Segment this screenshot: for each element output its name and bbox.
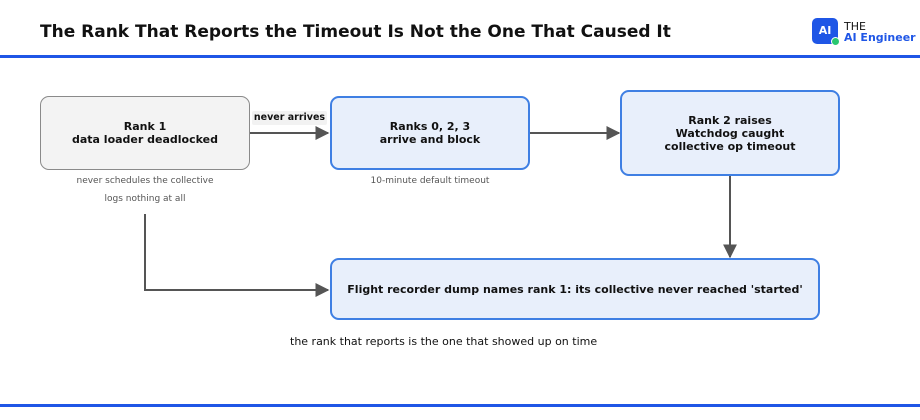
node-flight-recorder: Flight recorder dump names rank 1: its c… — [330, 258, 820, 320]
node-rank1-line2: data loader deadlocked — [72, 133, 218, 146]
node-rank2-line1: Rank 2 raises — [688, 113, 772, 127]
node-ranks023-line1: Ranks 0, 2, 3 — [389, 120, 471, 133]
note-rank1-schedules: never schedules the collective — [76, 176, 214, 186]
note-ranks023-timeout: 10-minute default timeout — [370, 176, 490, 186]
header-divider — [0, 55, 920, 58]
edge-rank1-to-flight — [144, 214, 330, 297]
node-ranks023-line2: arrive and block — [379, 133, 481, 146]
brand-logo: AI THE AI Engineer — [812, 18, 916, 46]
note-rank1-logs: logs nothing at all — [104, 194, 186, 204]
node-ranks023: Ranks 0, 2, 3 arrive and block — [330, 96, 530, 170]
diagram-caption: the rank that reports is the one that sh… — [290, 335, 598, 348]
node-rank2: Rank 2 raises Watchdog caught collective… — [620, 90, 840, 176]
logo-dot-icon — [831, 37, 840, 46]
page-title: The Rank That Reports the Timeout Is Not… — [40, 22, 671, 42]
node-rank2-line2: Watchdog caught — [675, 126, 785, 140]
node-rank1-line1: Rank 1 — [123, 120, 167, 133]
footer-divider — [0, 404, 920, 407]
logo-text-name: AI Engineer — [844, 31, 916, 44]
logo-text-the: THE — [844, 20, 866, 33]
node-rank1: Rank 1 data loader deadlocked — [40, 96, 250, 170]
node-flight-recorder-line1: Flight recorder dump names rank 1: its c… — [347, 282, 803, 296]
edge-label-never-arrives: never arrives — [252, 111, 327, 125]
node-rank2-line3: collective op timeout — [664, 139, 796, 153]
